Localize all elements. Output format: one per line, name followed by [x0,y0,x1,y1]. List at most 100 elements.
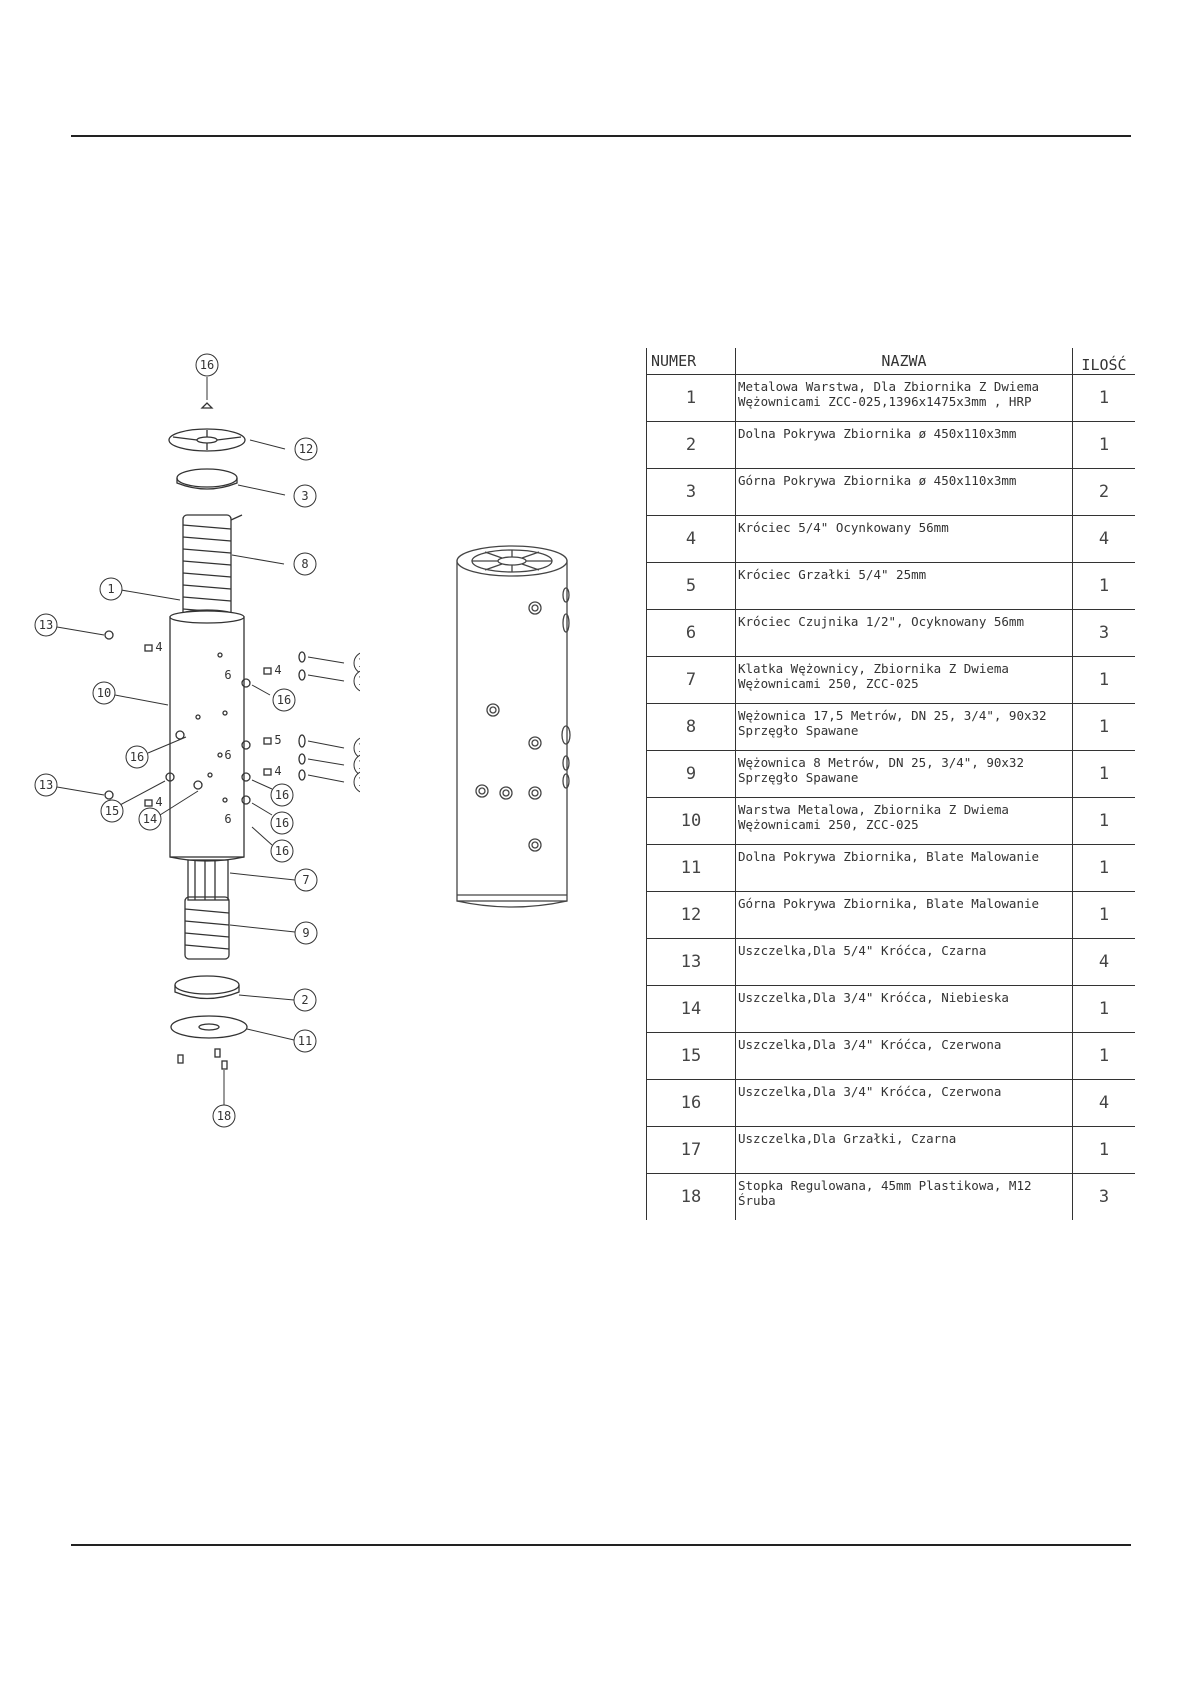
callout-label: 18 [217,1109,231,1123]
row-quantity: 4 [1072,515,1135,563]
callout-label: 17 [358,741,360,755]
row-number: 12 [646,891,736,939]
top-rule [71,135,1131,137]
row-number: 1 [646,374,736,422]
row-number: 9 [646,750,736,798]
header-number: NUMER [646,348,736,375]
row-quantity: 3 [1098,1187,1110,1207]
row-name: Dolna Pokrywa Zbiornika ø 450x110x3mm [735,421,1073,469]
row-quantity: 1 [1072,421,1135,469]
row-number: 3 [646,468,736,516]
row-quantity: 1 [1072,656,1135,704]
callout-label: 5 [274,733,281,747]
callout-label: 6 [224,668,231,682]
row-number: 17 [646,1126,736,1174]
callout-label: 4 [155,640,162,654]
row-name: Stopka Regulowana, 45mm Plastikowa, M12 … [735,1173,1073,1220]
row-number: 16 [646,1079,736,1127]
callout-label: 16 [275,816,289,830]
assembled-tank-drawing [456,545,571,908]
row-name: Uszczelka,Dla 3/4" Króćca, Czerwona [735,1079,1073,1127]
row-name: Uszczelka,Dla 3/4" Króćca, Czerwona [735,1032,1073,1080]
callout-label: 3 [301,489,308,503]
callout-label: 10 [97,686,111,700]
row-quantity: 1 [1072,1126,1135,1174]
row-name: Górna Pokrywa Zbiornika ø 450x110x3mm [735,468,1073,516]
row-name: Uszczelka,Dla 3/4" Króćca, Niebieska [735,985,1073,1033]
exploded-view-drawing: 16 12 3 8 1 13 4 6 4 15 13 16 10 16 5 17… [34,353,360,1128]
row-name: Uszczelka,Dla 5/4" Króćca, Czarna [735,938,1073,986]
row-name: Dolna Pokrywa Zbiornika, Blate Malowanie [735,844,1073,892]
row-name: Wężownica 17,5 Metrów, DN 25, 3/4", 90x3… [735,703,1073,751]
row-quantity: 1 [1072,1032,1135,1080]
callout-label: 16 [275,844,289,858]
row-number: 11 [646,844,736,892]
row-name: Warstwa Metalowa, Zbiornika Z Dwiema Węż… [735,797,1073,845]
table-header-row: NUMER NAZWA ILOŚĆ [646,348,1135,375]
row-quantity: 3 [1072,609,1135,657]
row-name: Wężownica 8 Metrów, DN 25, 3/4", 90x32 S… [735,750,1073,798]
callout-label: 16 [275,788,289,802]
row-quantity: 4 [1072,938,1135,986]
row-name: Górna Pokrywa Zbiornika, Blate Malowanie [735,891,1073,939]
callout-label: 14 [143,812,157,826]
row-number: 2 [646,421,736,469]
callout-label: 11 [298,1034,312,1048]
row-number: 18 [646,1173,736,1220]
row-number: 15 [646,1032,736,1080]
callout-label: 6 [224,748,231,762]
row-quantity: 1 [1072,797,1135,845]
callout-label: 1 [107,582,114,596]
callout-label: 4 [274,764,281,778]
callout-label: 4 [155,795,162,809]
row-number: 14 [646,985,736,1033]
row-quantity: 1 [1072,985,1135,1033]
bottom-rule [71,1544,1131,1546]
callout-label: 2 [301,993,308,1007]
row-number: 10 [646,797,736,845]
row-name: Uszczelka,Dla Grzałki, Czarna [735,1126,1073,1174]
callout-label: 15 [358,758,360,772]
callout-label: 6 [224,812,231,826]
callout-label: 13 [39,618,53,632]
callout-label: 12 [299,442,313,456]
callout-label: 13 [358,674,360,688]
callout-label: 4 [274,663,281,677]
callout-label: 16 [200,358,214,372]
callout-label: 7 [302,873,309,887]
row-quantity: 1 [1072,891,1135,939]
row-name: Króciec Grzałki 5/4" 25mm [735,562,1073,610]
row-number: 8 [646,703,736,751]
row-number: 7 [646,656,736,704]
row-quantity: 1 [1072,374,1135,422]
row-number: 13 [646,938,736,986]
callout-label: 8 [301,557,308,571]
callout-label: 13 [39,778,53,792]
header-name: NAZWA [735,348,1073,375]
row-quantity: 1 [1072,750,1135,798]
row-number: 6 [646,609,736,657]
row-name: Króciec 5/4" Ocynkowany 56mm [735,515,1073,563]
row-quantity: 4 [1072,1079,1135,1127]
row-quantity: 1 [1072,703,1135,751]
callout-label: 15 [105,804,119,818]
row-quantity: 1 [1072,844,1135,892]
callout-label: 9 [302,926,309,940]
row-quantity: 1 [1072,562,1135,610]
row-name: Klatka Wężownicy, Zbiornika Z Dwiema Węż… [735,656,1073,704]
